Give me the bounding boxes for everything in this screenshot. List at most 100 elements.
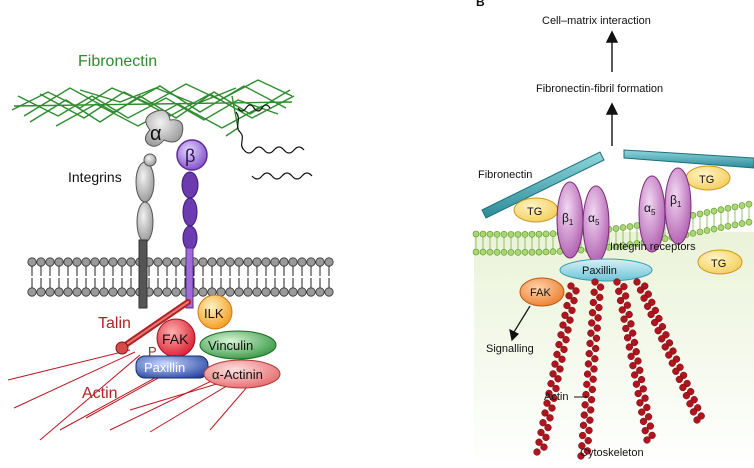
alpha-symbol: α [150, 123, 162, 145]
actin-bead [593, 324, 601, 332]
actin-bead [587, 406, 595, 414]
beta-integrin: β [176, 139, 208, 309]
actin-bead [686, 400, 694, 408]
actin-bead [675, 375, 684, 384]
actin-bead [630, 338, 639, 347]
actin-bead [644, 413, 653, 421]
actin-bead [620, 282, 628, 291]
actin-bead [641, 394, 649, 402]
actin-bead [546, 414, 554, 422]
actin-bead [633, 278, 641, 286]
actin-bead [632, 348, 640, 356]
actin-bead [583, 447, 592, 455]
actin-bead [589, 375, 597, 383]
actin-bead [622, 324, 630, 333]
paxillin-label: Paxillin [144, 360, 185, 375]
actin-bead [636, 286, 645, 294]
actin-bead [555, 340, 563, 349]
actin-bead [646, 422, 655, 430]
actin-label-left: Actin [82, 385, 118, 402]
actin-bead [629, 329, 637, 337]
actin-bead [654, 327, 662, 335]
tg-right-label: TG [699, 174, 714, 186]
vinculin-protein: Vinculin [199, 330, 277, 360]
actin-bead [544, 423, 552, 432]
actin-bead [627, 352, 635, 361]
paxillin-protein: Paxillin [135, 355, 209, 379]
actin-bead [679, 383, 687, 392]
actin-bead [629, 361, 637, 370]
actin-bead [627, 320, 635, 328]
actin-bead [672, 367, 680, 375]
cell-matrix-label: Cell–matrix interaction [542, 15, 651, 27]
actin-bead [595, 303, 603, 312]
actin-bead [541, 409, 549, 417]
beta1-right: β1 [670, 193, 682, 209]
actin-bead [588, 319, 596, 327]
actin-bead [661, 343, 669, 351]
beta-symbol: β [185, 146, 195, 166]
actin-bead [693, 416, 701, 424]
actin-bead [542, 433, 550, 442]
actin-bead [613, 278, 621, 286]
integrin-receptor-left: β1 α5 [556, 181, 610, 263]
integrin-receptor-right: α5 β1 [638, 167, 692, 253]
actin-bead [543, 399, 551, 407]
actin-bead [572, 287, 580, 295]
actin-bead [620, 315, 628, 323]
fak-protein: FAK [156, 318, 196, 358]
actin-bead [558, 355, 566, 363]
actin-bead [583, 370, 592, 378]
actin-bead [634, 389, 642, 398]
fibril-formation-label: Fibronectin-fibril formation [536, 83, 663, 95]
paxillin-right-label: Paxillin [582, 265, 617, 277]
actin-bead [589, 298, 598, 307]
actin-bead [590, 365, 598, 373]
integrin-receptors-label: Integrin receptors [610, 241, 696, 253]
signalling-label: Signalling [486, 343, 534, 355]
actin-bead [638, 408, 646, 416]
actin-bead [566, 316, 574, 324]
tg-right: TG [685, 165, 731, 191]
actin-bead [623, 334, 632, 342]
actin-bead [650, 318, 659, 327]
actin-bead [588, 385, 597, 394]
actin-bead [565, 292, 573, 300]
actin-bead [554, 375, 562, 383]
actin-bead [586, 339, 594, 348]
actin-bead [647, 310, 655, 319]
actin-bead [636, 366, 644, 374]
actin-bead [545, 389, 553, 398]
actin-bead [578, 442, 586, 450]
actin-bead [557, 331, 565, 339]
actin-bead [537, 428, 545, 437]
actin-bead [581, 401, 589, 409]
alpha-actinin-label: α-Actinin [212, 367, 263, 382]
actin-bead [579, 421, 588, 429]
alpha-integrin: α [135, 109, 184, 309]
actin-bead [585, 349, 593, 358]
actin-bead [570, 296, 578, 305]
signalling-arrow [509, 305, 531, 342]
fibronectin-mesh [11, 79, 295, 137]
panel-letter: B [476, 0, 485, 9]
tg-lower-label: TG [711, 258, 726, 270]
actin-bead [590, 288, 598, 296]
talin-label: Talin [98, 315, 131, 332]
actin-bead [625, 310, 633, 319]
actin-bead [592, 334, 601, 342]
actin-bead [596, 293, 604, 302]
actin-bead [625, 343, 634, 351]
actin-bead [584, 436, 592, 445]
actin-bead [583, 380, 591, 389]
actin-bead [562, 336, 570, 344]
actin-bead [665, 351, 673, 359]
actin-bead [547, 379, 555, 388]
actin-bead [594, 314, 602, 322]
actin-bead [568, 306, 576, 315]
vinculin-label: Vinculin [208, 338, 253, 353]
actin-bead [636, 399, 644, 407]
actin-bead [552, 384, 560, 393]
actin-bead [564, 326, 572, 334]
